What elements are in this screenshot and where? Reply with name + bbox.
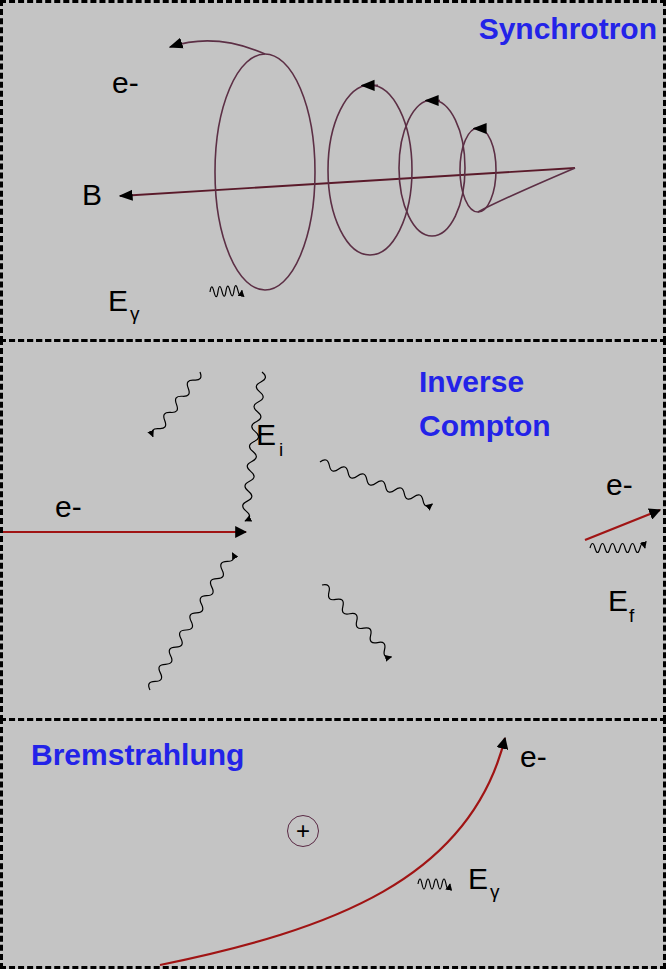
inverse-compton-panel: Inverse Compton [0, 339, 666, 721]
bremsstrahlung-panel: Bremstrahlung + [0, 718, 666, 969]
outgoing-electron [585, 510, 660, 540]
energy-label: E [108, 286, 128, 316]
particle-label: e- [112, 68, 139, 98]
energy-subscript: γ [130, 304, 140, 323]
panel-title: Bremstrahlung [31, 733, 244, 777]
photon-wave [418, 879, 450, 889]
particle-label: e- [520, 742, 547, 772]
incoming-electron [0, 532, 246, 533]
energy-subscript: i [279, 440, 283, 459]
particle-label: e- [55, 492, 82, 522]
energy-label: E [256, 420, 276, 450]
electron-helix [170, 41, 575, 290]
synchrotron-panel: Synchrotron [0, 0, 666, 342]
deflected-electron [160, 738, 505, 965]
particle-label: e- [606, 470, 633, 500]
nucleus-circle: + [287, 815, 319, 847]
energy-label: E [608, 586, 628, 616]
photon-wave [210, 285, 242, 297]
panel-title: Synchrotron [479, 7, 657, 51]
field-label: B [82, 180, 102, 210]
photon-wave [147, 370, 645, 692]
energy-subscript: f [629, 606, 634, 625]
energy-subscript: γ [490, 882, 500, 901]
energy-label: E [468, 864, 488, 894]
charge-sign: + [296, 819, 310, 843]
magnetic-field-line [120, 168, 575, 196]
panel-title: Inverse Compton [419, 360, 589, 447]
